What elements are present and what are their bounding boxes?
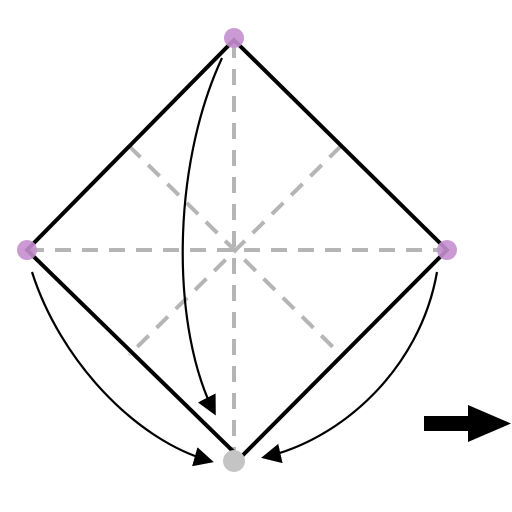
curved-arrow-icon xyxy=(30,271,214,467)
curved-arrow-icon xyxy=(261,271,439,464)
corner-marker-top xyxy=(224,28,244,48)
diagonal-crease-b xyxy=(127,144,343,357)
right-arrow-icon xyxy=(424,405,511,442)
corner-marker-left xyxy=(17,240,37,260)
crease-lines xyxy=(28,42,446,458)
fold-arrows xyxy=(30,57,439,467)
corner-marker-right xyxy=(437,240,457,260)
curved-arrow-icon xyxy=(181,57,223,416)
target-point-marker xyxy=(223,450,245,472)
